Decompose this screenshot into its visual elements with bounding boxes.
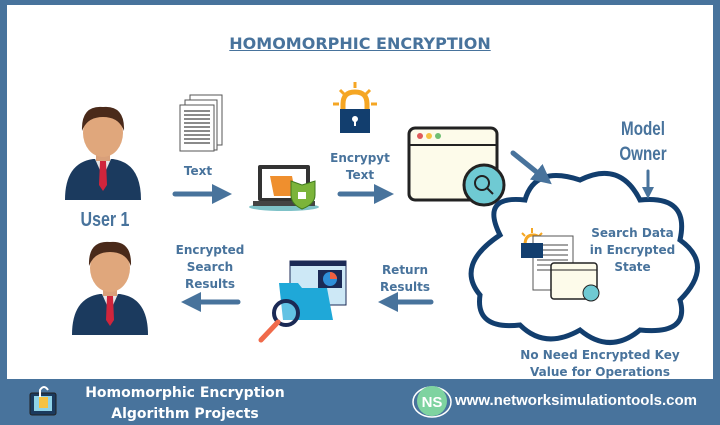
user1-avatar: [65, 106, 141, 200]
label-return-results: Return Results: [375, 262, 435, 296]
secure-laptop-icon: [249, 165, 319, 211]
flow-arrows: [172, 150, 654, 312]
label-text: Text: [183, 164, 213, 178]
label-no-need-key: No Need Encrypted Key Value for Operatio…: [510, 347, 690, 381]
label-line: Owner: [619, 144, 667, 165]
lock-icon: [333, 82, 377, 133]
arrow-browser-to-cloud: [510, 150, 552, 185]
user2-avatar: [72, 241, 148, 335]
search-results-icon: [258, 260, 347, 343]
label-line: Text: [345, 168, 375, 182]
label-line: Model: [621, 119, 665, 140]
label-line: Value for Operations: [530, 365, 670, 379]
label-model-owner: Model Owner: [609, 117, 678, 167]
cloud-encrypted-data-icon: [521, 228, 600, 302]
label-line: No Need Encrypted Key: [520, 348, 680, 362]
footer-title-line: Homomorphic Encryption: [85, 385, 285, 401]
label-encrypted-search-results: Encrypted Search Results: [170, 242, 250, 293]
ns-logo: NS: [412, 386, 452, 418]
label-line: Search: [186, 260, 234, 274]
page-title: HOMOMORPHIC ENCRYPTION: [229, 34, 491, 53]
label-line: Results: [184, 277, 236, 291]
label-line: Encrypted: [175, 243, 245, 257]
label-encrypt-text: Encrypyt Text: [325, 150, 395, 184]
cloud-shape: [468, 170, 700, 345]
label-line: in Encrypted: [589, 243, 676, 257]
footer-lock-monitor-icon: [29, 386, 57, 416]
label-line: Return: [381, 263, 429, 277]
footer-title: Homomorphic Encryption Algorithm Project…: [70, 383, 300, 425]
svg-text:NS: NS: [422, 394, 443, 411]
label-line: Search Data: [591, 226, 674, 240]
footer-title-line: Algorithm Projects: [111, 406, 259, 422]
label-line: State: [614, 260, 651, 274]
label-search-data: Search Data in Encrypted State: [585, 225, 680, 276]
label-user1: User 1: [80, 209, 130, 231]
label-line: Results: [379, 280, 431, 294]
label-line: Encrypyt: [330, 151, 390, 165]
document-icon: [179, 94, 223, 152]
footer-url-link[interactable]: www.networksimulationtools.com: [455, 392, 697, 409]
browser-search-icon: [407, 126, 506, 207]
